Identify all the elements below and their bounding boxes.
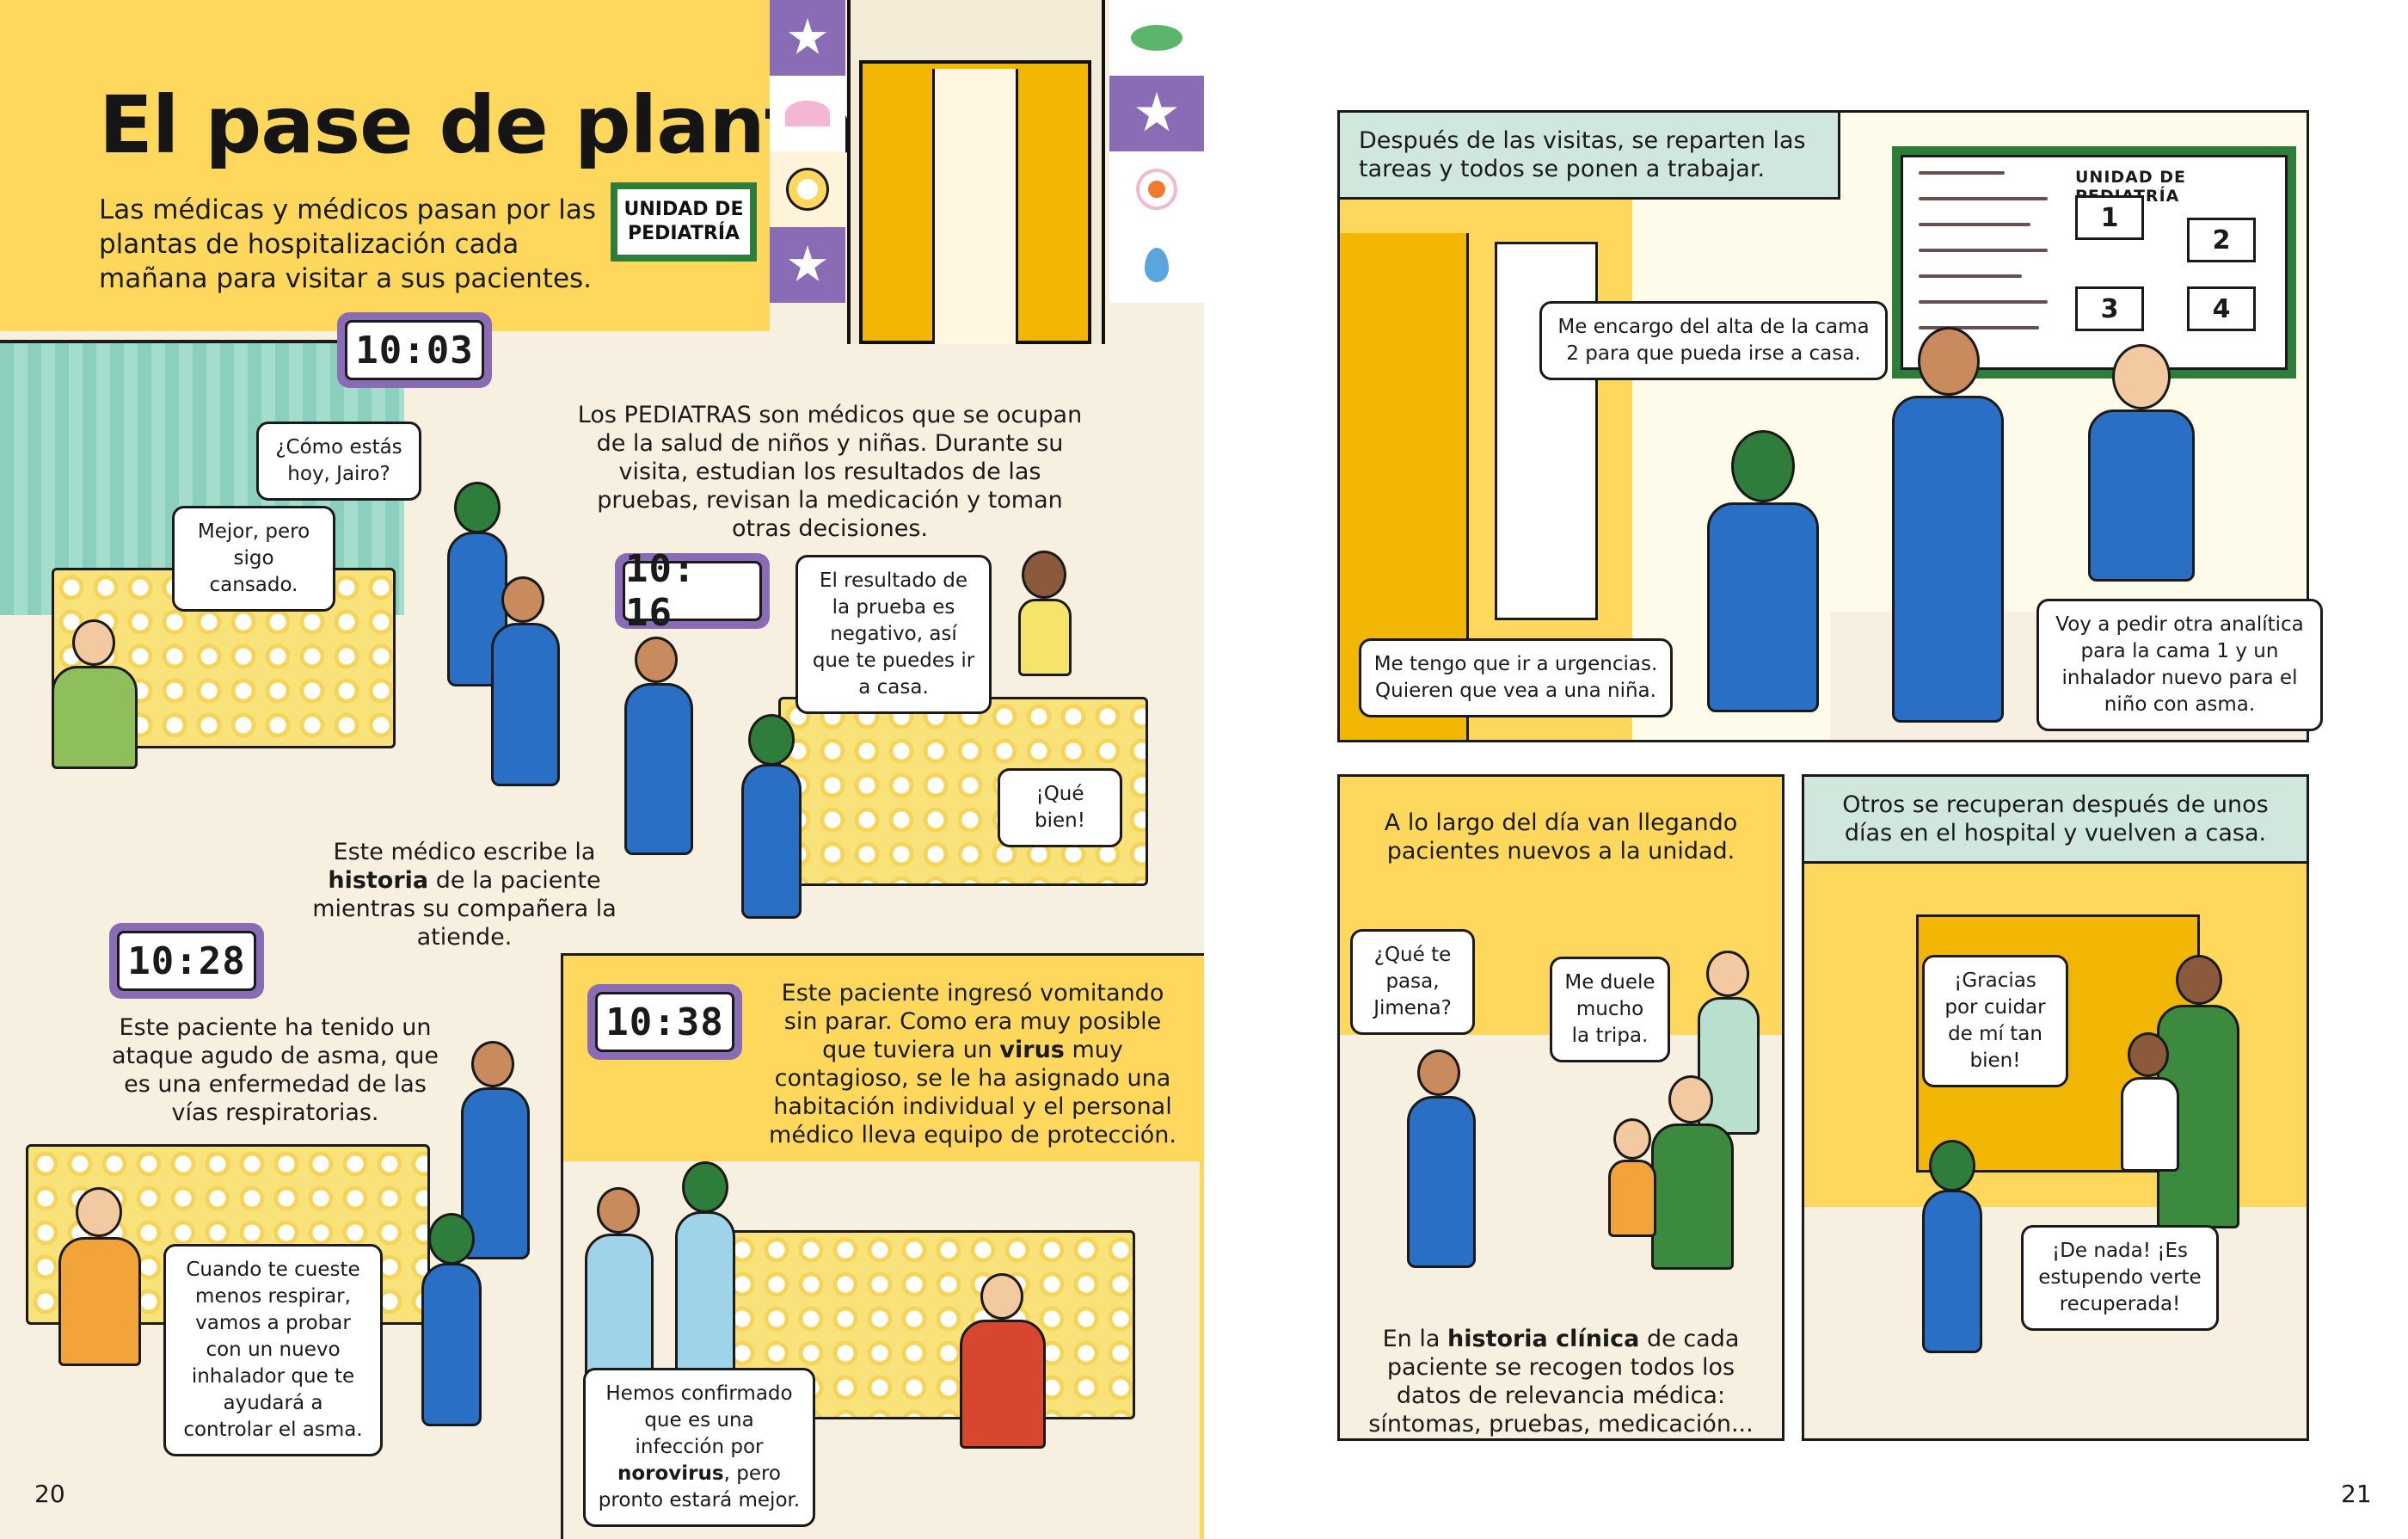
caption-historia-clinica-pre: En la — [1382, 1326, 1440, 1352]
intro-text: Las médicas y médicos pasan por las plan… — [99, 194, 596, 294]
bed-number-3: 3 — [2075, 286, 2144, 331]
doctor-hijab-panel1 — [1698, 430, 1828, 714]
page-number-left: 20 — [34, 1480, 65, 1508]
bubble-doctor-scene1: ¿Cómo estás hoy, Jairo? — [256, 422, 421, 501]
bubble-norovirus-post: , pero pronto estará mejor. — [598, 1462, 801, 1511]
bed-number-4: 4 — [2187, 286, 2256, 331]
clock-time: 10:03 — [345, 320, 484, 380]
doctor-bald-panel1 — [2081, 344, 2202, 585]
caption-virus-post: muy contagioso, se le ha asignado una ha… — [769, 1037, 1176, 1148]
doctor-laptop-scene2 — [619, 637, 697, 860]
bubble-male-doctor: Me encargo del alta de la cama 2 para qu… — [1539, 301, 1888, 380]
bed-number-1: 1 — [2075, 195, 2144, 240]
clock-time: 10:28 — [117, 931, 256, 991]
bubble-doctor-scene2: El resultado de la prueba es negativo, a… — [796, 555, 992, 714]
bed-number-2: 2 — [2187, 218, 2256, 262]
bubble-child-panel3: ¡Gracias por cuidar de mí tan bien! — [1922, 955, 2068, 1087]
caption-virus: Este paciente ingresó vomitando sin para… — [762, 979, 1183, 1149]
caption-historia-bold: historia — [328, 867, 429, 894]
doctor-hijab-panel3 — [1922, 1140, 1982, 1355]
parent-scene3 — [52, 1187, 146, 1376]
bubble-norovirus-pre: Hemos confirmado que es una infección po… — [605, 1382, 793, 1458]
decorative-tiles-right — [1109, 0, 1204, 331]
clock-scene2: 10: 16 — [615, 547, 770, 635]
bubble-patient-scene2: ¡Qué bien! — [998, 768, 1122, 847]
nurse-panel2 — [1694, 951, 1763, 1140]
bubble-patient-panel2: Me duele mucho la tripa. — [1550, 957, 1670, 1062]
unit-sign-label: UNIDAD DE PEDIATRÍA — [617, 189, 750, 255]
caption-panel3: Otros se recuperan después de unos días … — [1802, 774, 2309, 864]
clock-time: 10:38 — [595, 992, 734, 1052]
doctor-hijab-scene4 — [675, 1161, 735, 1385]
doctor-male-panel1 — [1883, 327, 2012, 723]
caption-panel2: A lo largo del día van llegando paciente… — [1384, 810, 1738, 865]
caption-historia: Este médico escribe la historia de la pa… — [297, 838, 632, 951]
doctor-laptop-scene1 — [486, 576, 563, 791]
page-number-right: 21 — [2341, 1480, 2372, 1508]
doctor-hijab-scene2 — [741, 714, 802, 920]
unit-sign: UNIDAD DE PEDIATRÍA — [611, 182, 757, 262]
parent-scene4 — [955, 1273, 1049, 1462]
clock-scene3: 10:28 — [109, 923, 264, 999]
parent-scene2 — [1015, 551, 1075, 680]
clock-time: 10: 16 — [623, 547, 762, 635]
bubble-norovirus-bold: norovirus — [617, 1462, 724, 1485]
caption-pediatras: Los PEDIATRAS son médicos que se ocupan … — [577, 402, 1083, 542]
clock-scene1: 10:03 — [337, 312, 492, 388]
caption-historia-clinica-bold: historia clínica — [1447, 1326, 1640, 1352]
bubble-doctor-panel2: ¿Qué te pasa, Jimena? — [1350, 929, 1475, 1035]
caption-virus-pre: Este paciente ingresó vomitando sin para… — [781, 980, 1164, 1063]
caption-panel1: Después de las visitas, se reparten las … — [1337, 110, 1840, 200]
bubble-patient-scene1: Mejor, pero sigo cansado. — [172, 506, 335, 612]
bubble-bald-doctor: Voy a pedir otra analítica para la cama … — [2036, 599, 2323, 731]
clock-scene4: 10:38 — [587, 984, 742, 1060]
parent-child-panel2 — [1608, 1075, 1737, 1282]
bubble-doctor-scene4: Hemos confirmado que es una infección po… — [583, 1368, 815, 1527]
bed-scene4 — [688, 1230, 1135, 1419]
parent-panel3 — [2150, 955, 2245, 1230]
caption-historia-clinica-post: de cada paciente se recogen todos los da… — [1368, 1326, 1754, 1437]
doctor-laptop-panel2 — [1402, 1050, 1479, 1273]
ward-doors — [847, 0, 1105, 344]
bubble-female-doctor: Me tengo que ir a urgencias. Quieren que… — [1359, 638, 1673, 717]
caption-asma: Este paciente ha tenido un ataque agudo … — [112, 1014, 439, 1126]
caption-historia-pre: Este médico escribe la — [333, 839, 596, 865]
caption-historia-post: de la paciente mientras su compañera la … — [312, 867, 617, 951]
decorative-tiles-left — [770, 0, 845, 331]
bubble-doctor-scene3: Cuando te cueste menos respirar, vamos a… — [163, 1244, 383, 1456]
caption-virus-bold: virus — [999, 1037, 1065, 1063]
doctor-hijab-scene3 — [421, 1213, 482, 1428]
bubble-doctor-panel3: ¡De nada! ¡Es estupendo verte recuperada… — [2021, 1225, 2219, 1331]
parent-scene1 — [43, 619, 146, 783]
left-page: El pase de planta Las médicas y médicos … — [0, 0, 1204, 1539]
child-panel3 — [2116, 1032, 2184, 1204]
caption-historia-clinica: En la historia clínica de cada paciente … — [1359, 1325, 1763, 1438]
right-page: UNIDAD DE PEDIATRÍA 1 2 3 4 Después de l… — [1204, 0, 2408, 1539]
page-title: El pase de planta — [99, 79, 855, 171]
left-header-band — [0, 0, 770, 331]
